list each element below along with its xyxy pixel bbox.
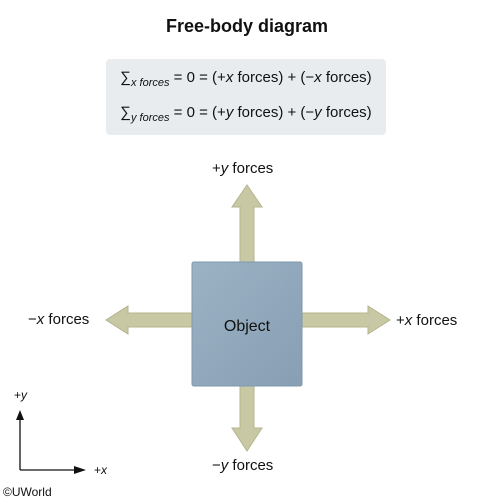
x-forces-equation: ∑x forces = 0 = (+x forces) + (−x forces…: [106, 69, 386, 89]
minus-x-arrow: [105, 305, 201, 335]
x-axis-label: +x: [94, 463, 108, 477]
minus-y-arrow: [231, 379, 263, 452]
minus-y-forces-label: −y forces: [212, 457, 274, 474]
equation-text: forces) + (−: [233, 104, 315, 121]
y-forces-equation: ∑y forces = 0 = (+y forces) + (−y forces…: [106, 104, 386, 124]
equation-text: forces): [321, 104, 372, 121]
diagram-title: Free-body diagram: [165, 16, 329, 36]
minus-x-forces-label: −x forces: [28, 311, 90, 328]
equation-variable: y: [314, 104, 322, 121]
y-axis-label: +y: [14, 388, 28, 402]
equation-text: forces): [321, 69, 372, 86]
equation-variable: x: [314, 69, 322, 86]
equation-text: = 0 = (+: [169, 69, 226, 86]
object-label: Object: [223, 318, 271, 335]
plus-x-arrow: [294, 305, 391, 335]
sum-symbol: ∑: [120, 69, 131, 86]
equation-box: ∑x forces = 0 = (+x forces) + (−x forces…: [106, 59, 386, 135]
equation-subscript: y forces: [131, 112, 170, 124]
object-box: [191, 261, 303, 387]
plus-y-forces-label: +y forces: [212, 160, 274, 177]
equation-text: forces) + (−: [233, 69, 315, 86]
equation-variable: x: [225, 69, 234, 86]
equation-text: = 0 = (+: [169, 104, 226, 121]
copyright-notice: ©UWorld: [3, 485, 52, 499]
plus-x-forces-label: +x forces: [396, 312, 458, 329]
sum-symbol: ∑: [120, 104, 131, 121]
equation-variable: y: [225, 104, 234, 121]
axes-indicator: [16, 410, 86, 474]
equation-subscript: x forces: [131, 77, 170, 89]
plus-y-arrow: [231, 184, 263, 271]
